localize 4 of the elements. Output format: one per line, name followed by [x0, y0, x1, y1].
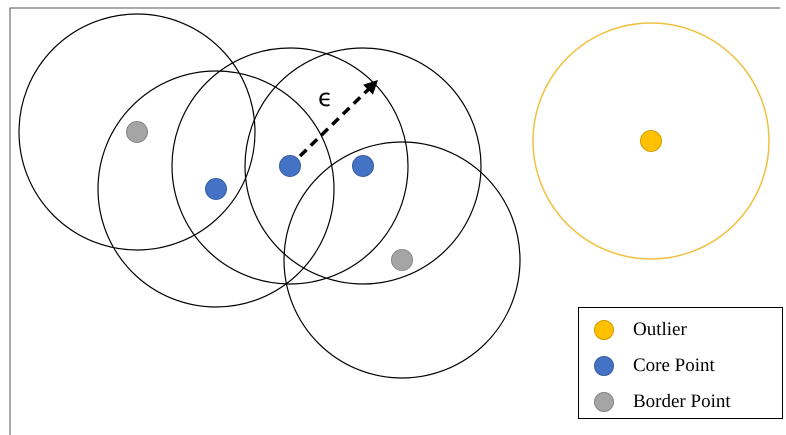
legend-label: Outlier	[633, 319, 687, 341]
legend-label: Border Point	[633, 391, 731, 413]
legend-label: Core Point	[633, 355, 715, 377]
radius-label: ϵ	[318, 86, 333, 110]
